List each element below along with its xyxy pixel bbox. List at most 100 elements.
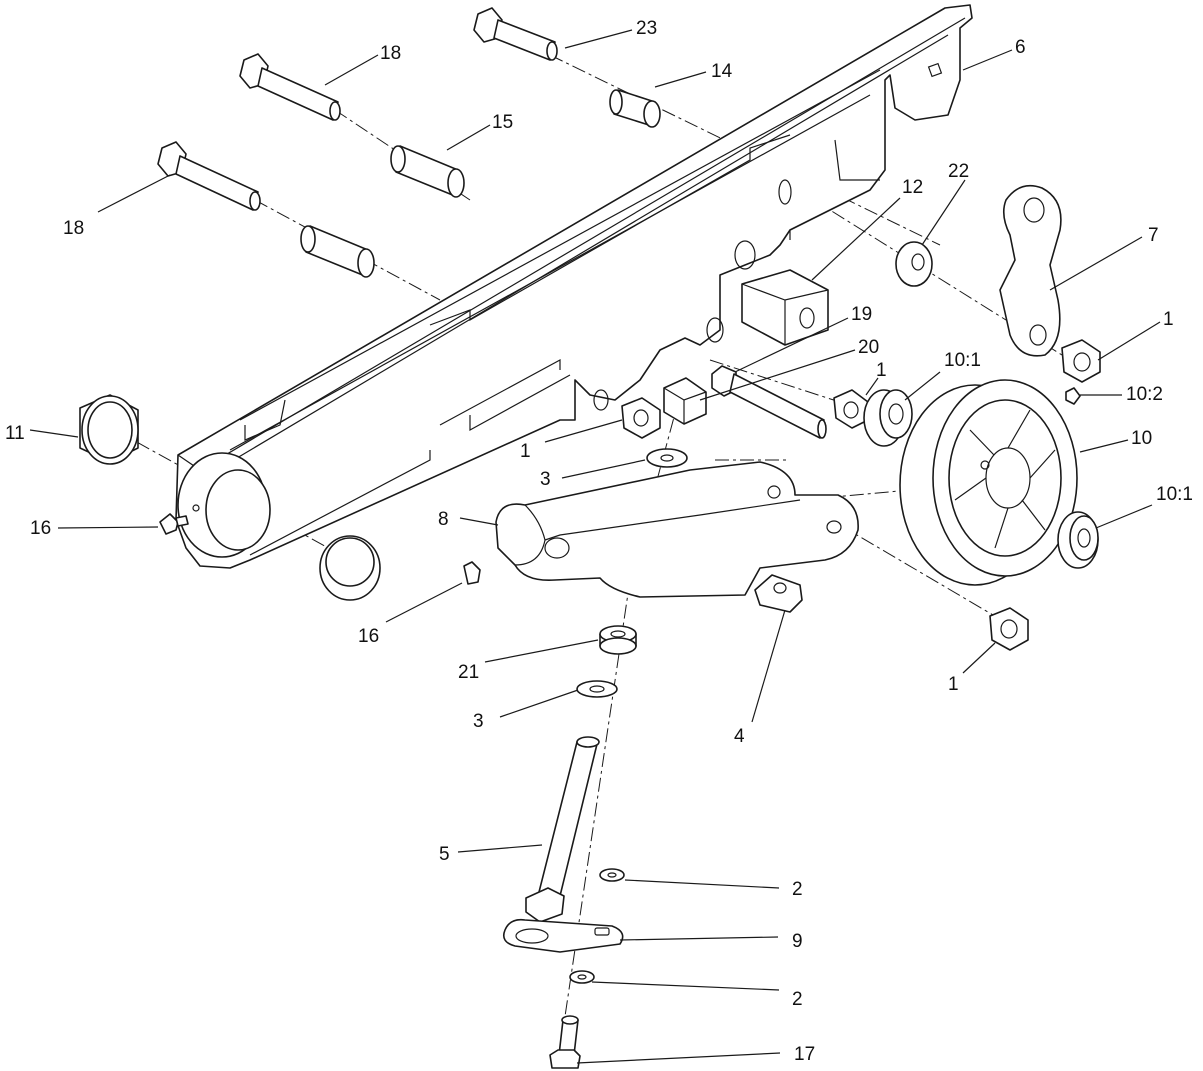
callout-23: 23 [636, 18, 657, 39]
callout-10: 10 [1131, 428, 1152, 449]
leader-4 [751, 609, 786, 723]
leader-10 [1079, 439, 1129, 453]
callout-3-upper: 3 [540, 469, 551, 490]
callout-10-1-upper: 10:1 [944, 350, 981, 371]
washer-part-3-upper [646, 448, 688, 468]
leader-11 [29, 429, 79, 438]
callout-21: 21 [458, 662, 479, 683]
callout-18-lower: 18 [63, 218, 84, 239]
spacer-part-15 [390, 145, 465, 198]
wheel-part-10 [899, 379, 1078, 586]
leader-16a [57, 526, 159, 529]
leader-15 [446, 124, 491, 151]
bolt-part-18-lower [157, 141, 261, 211]
callout-8: 8 [438, 509, 449, 530]
arm-part-7 [999, 184, 1062, 357]
callout-9: 9 [792, 931, 803, 952]
spacer-part-21 [599, 625, 637, 655]
callout-15: 15 [492, 112, 513, 133]
leader-lines [29, 29, 1161, 1064]
leader-101a [904, 371, 941, 401]
leader-22 [921, 179, 966, 246]
washer-part-2-lower [569, 970, 595, 984]
nut-part-1-left [621, 397, 661, 439]
callout-2-lower: 2 [792, 989, 803, 1010]
callout-1-center: 1 [876, 360, 887, 381]
callout-20: 20 [858, 337, 879, 358]
leader-18a [324, 54, 379, 86]
leader-101b [1095, 504, 1153, 529]
callout-1-lower: 1 [948, 674, 959, 695]
callout-10-2: 10:2 [1126, 384, 1163, 405]
grease-fitting-part-10-2 [1065, 387, 1081, 405]
callout-4: 4 [734, 726, 745, 747]
frame-hole-1 [778, 179, 792, 205]
bearing-part-10-1-lower [1057, 511, 1099, 569]
callout-14: 14 [711, 61, 733, 82]
leader-18b [97, 174, 171, 213]
plate-part-9 [502, 918, 624, 953]
leader-1d [962, 642, 996, 674]
callout-2-upper: 2 [792, 879, 803, 900]
leader-20 [699, 349, 856, 401]
leader-2b [591, 981, 780, 991]
leader-3a [561, 459, 646, 479]
clip-part-4 [754, 574, 803, 613]
leader-17 [576, 1052, 781, 1064]
callout-6: 6 [1015, 37, 1026, 58]
leader-2a [624, 879, 780, 889]
nut-part-1-right [1061, 339, 1101, 383]
frame-pivot-bore [205, 469, 271, 551]
nut-part-1-center [833, 389, 869, 429]
callout-5: 5 [439, 844, 450, 865]
centerline-bolt-23 [549, 54, 941, 246]
leader-12 [811, 197, 901, 281]
frame-hole-4 [593, 389, 609, 411]
yoke-part-8 [495, 461, 859, 598]
leader-1a [1097, 321, 1161, 361]
leader-5 [457, 844, 543, 853]
callout-7: 7 [1148, 225, 1159, 246]
callout-16-upper: 16 [30, 518, 51, 539]
leader-9 [619, 936, 779, 941]
frame-hole-2 [734, 240, 756, 270]
leader-19 [734, 317, 849, 373]
frame-rail-part-6 [175, 4, 973, 569]
leader-8 [459, 517, 499, 526]
spacer-part-15-lower [300, 225, 375, 278]
leader-23 [564, 29, 633, 49]
callout-17: 17 [794, 1044, 815, 1065]
callout-22: 22 [948, 161, 969, 182]
callout-18-upper: 18 [380, 43, 401, 64]
bolt-part-17 [549, 1015, 581, 1069]
frame-hole-3 [706, 317, 724, 343]
leader-1c [544, 419, 623, 443]
bearing-part-10-1-upper [863, 389, 913, 447]
callout-16-lower: 16 [358, 626, 379, 647]
washer-part-22 [895, 241, 933, 287]
nut-part-20 [663, 377, 707, 425]
bolt-part-19 [711, 365, 827, 439]
leader-7 [1049, 236, 1143, 291]
callout-labels: 23 18 14 6 15 18 22 12 7 1 19 20 1 10:1 … [5, 18, 1193, 1065]
block-part-12 [741, 269, 829, 346]
callout-1-left: 1 [520, 441, 531, 462]
leader-16b [385, 582, 463, 623]
callout-12: 12 [902, 177, 923, 198]
callout-10-1-lower: 10:1 [1156, 484, 1193, 505]
callout-19: 19 [851, 304, 872, 325]
bolt-part-18-upper [239, 53, 341, 121]
leader-1b [865, 377, 879, 396]
leader-14 [654, 71, 707, 88]
bushing-part-11-upper [79, 394, 139, 465]
bushing-part-11-lower [319, 535, 381, 601]
washer-part-3-lower [576, 680, 618, 698]
spindle-part-5 [525, 736, 600, 923]
grease-fitting-part-16-lower [463, 561, 481, 585]
nut-part-1-lower [989, 607, 1029, 651]
callout-3-lower: 3 [473, 711, 484, 732]
leader-6 [962, 49, 1013, 71]
leader-21 [484, 639, 599, 663]
spacer-part-14 [609, 89, 661, 128]
